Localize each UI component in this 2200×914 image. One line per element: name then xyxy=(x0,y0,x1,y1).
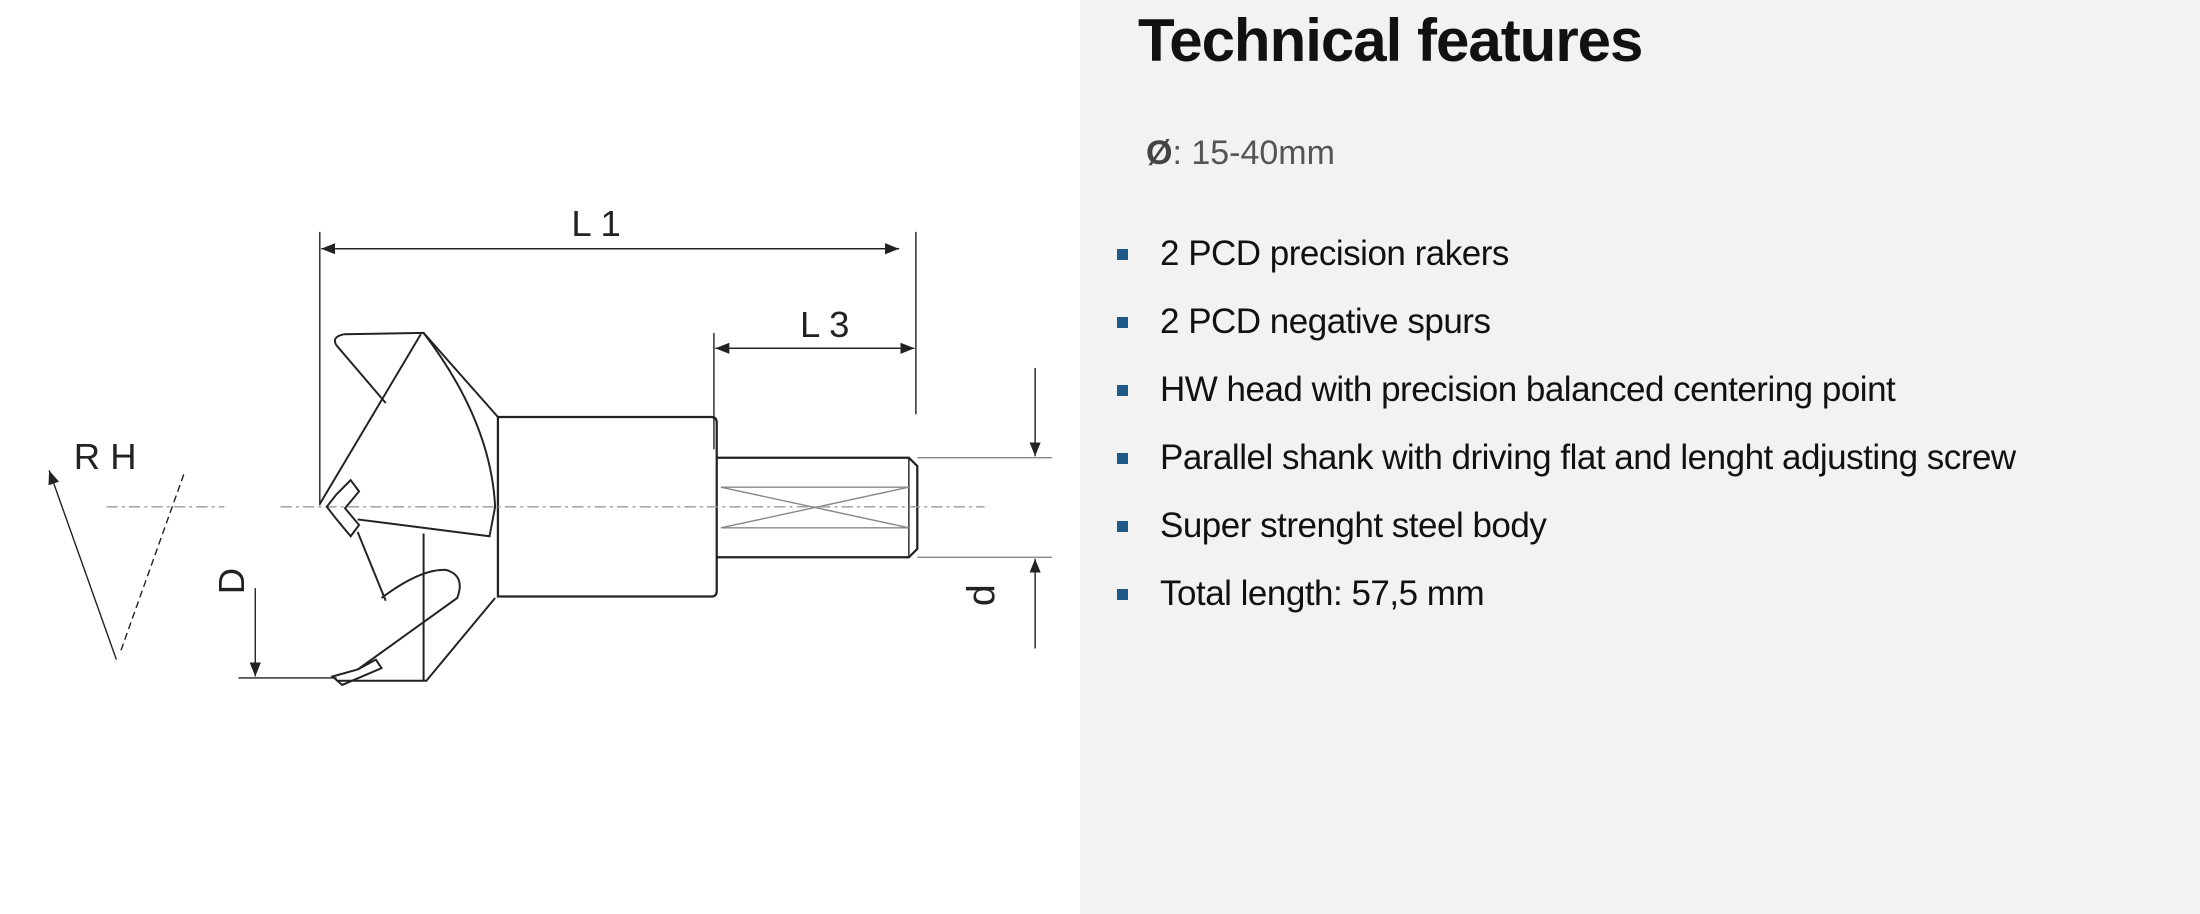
bullet-square-icon xyxy=(1117,316,1128,328)
drill-body xyxy=(496,415,718,598)
feature-item: 2 PCD precision rakers xyxy=(1117,220,2016,288)
bullet-square-icon xyxy=(1117,248,1128,260)
drill-bit-technical-drawing: L 1 L 3 R H D d xyxy=(48,203,1052,687)
feature-item: 2 PCD negative spurs xyxy=(1117,288,2016,356)
feature-item: Total length: 57,5 mm xyxy=(1117,560,2016,628)
bullet-square-icon xyxy=(1117,520,1128,532)
l3-dimension xyxy=(713,332,915,450)
rh-label: R H xyxy=(74,436,137,477)
feature-text: 2 PCD precision rakers xyxy=(1160,234,1509,273)
technical-drawing-panel: L 1 L 3 R H D d xyxy=(0,0,1080,914)
technical-features-panel: Technical features Ø: 15-40mm 2 PCD prec… xyxy=(1080,0,2200,914)
feature-item: HW head with precision balanced centerin… xyxy=(1117,356,2016,424)
diameter-symbol: Ø xyxy=(1146,134,1173,172)
features-list: 2 PCD precision rakers 2 PCD negative sp… xyxy=(1117,220,2016,628)
diameter-value: : 15-40mm xyxy=(1172,134,1335,172)
feature-item: Super strenght steel body xyxy=(1117,492,2016,560)
rh-rotation-indicator xyxy=(48,470,185,660)
l1-dimension xyxy=(319,231,917,506)
l1-label: L 1 xyxy=(571,203,620,244)
feature-text: HW head with precision balanced centerin… xyxy=(1160,370,1896,409)
D-label: D xyxy=(211,568,252,594)
feature-text: Super strenght steel body xyxy=(1160,506,1547,545)
diameter-range: Ø: 15-40mm xyxy=(1146,134,1335,173)
l3-label: L 3 xyxy=(800,304,849,345)
bullet-square-icon xyxy=(1117,452,1128,464)
D-dimension xyxy=(238,588,337,679)
cutter-head xyxy=(318,331,499,687)
d-dimension xyxy=(917,367,1052,649)
feature-item: Parallel shank with driving flat and len… xyxy=(1117,424,2016,492)
feature-text: Parallel shank with driving flat and len… xyxy=(1160,438,2016,477)
bullet-square-icon xyxy=(1117,384,1128,396)
features-title: Technical features xyxy=(1138,7,1643,74)
bullet-square-icon xyxy=(1117,588,1128,600)
feature-text: 2 PCD negative spurs xyxy=(1160,302,1491,341)
d-small-label: d xyxy=(959,584,1003,606)
feature-text: Total length: 57,5 mm xyxy=(1160,574,1485,613)
